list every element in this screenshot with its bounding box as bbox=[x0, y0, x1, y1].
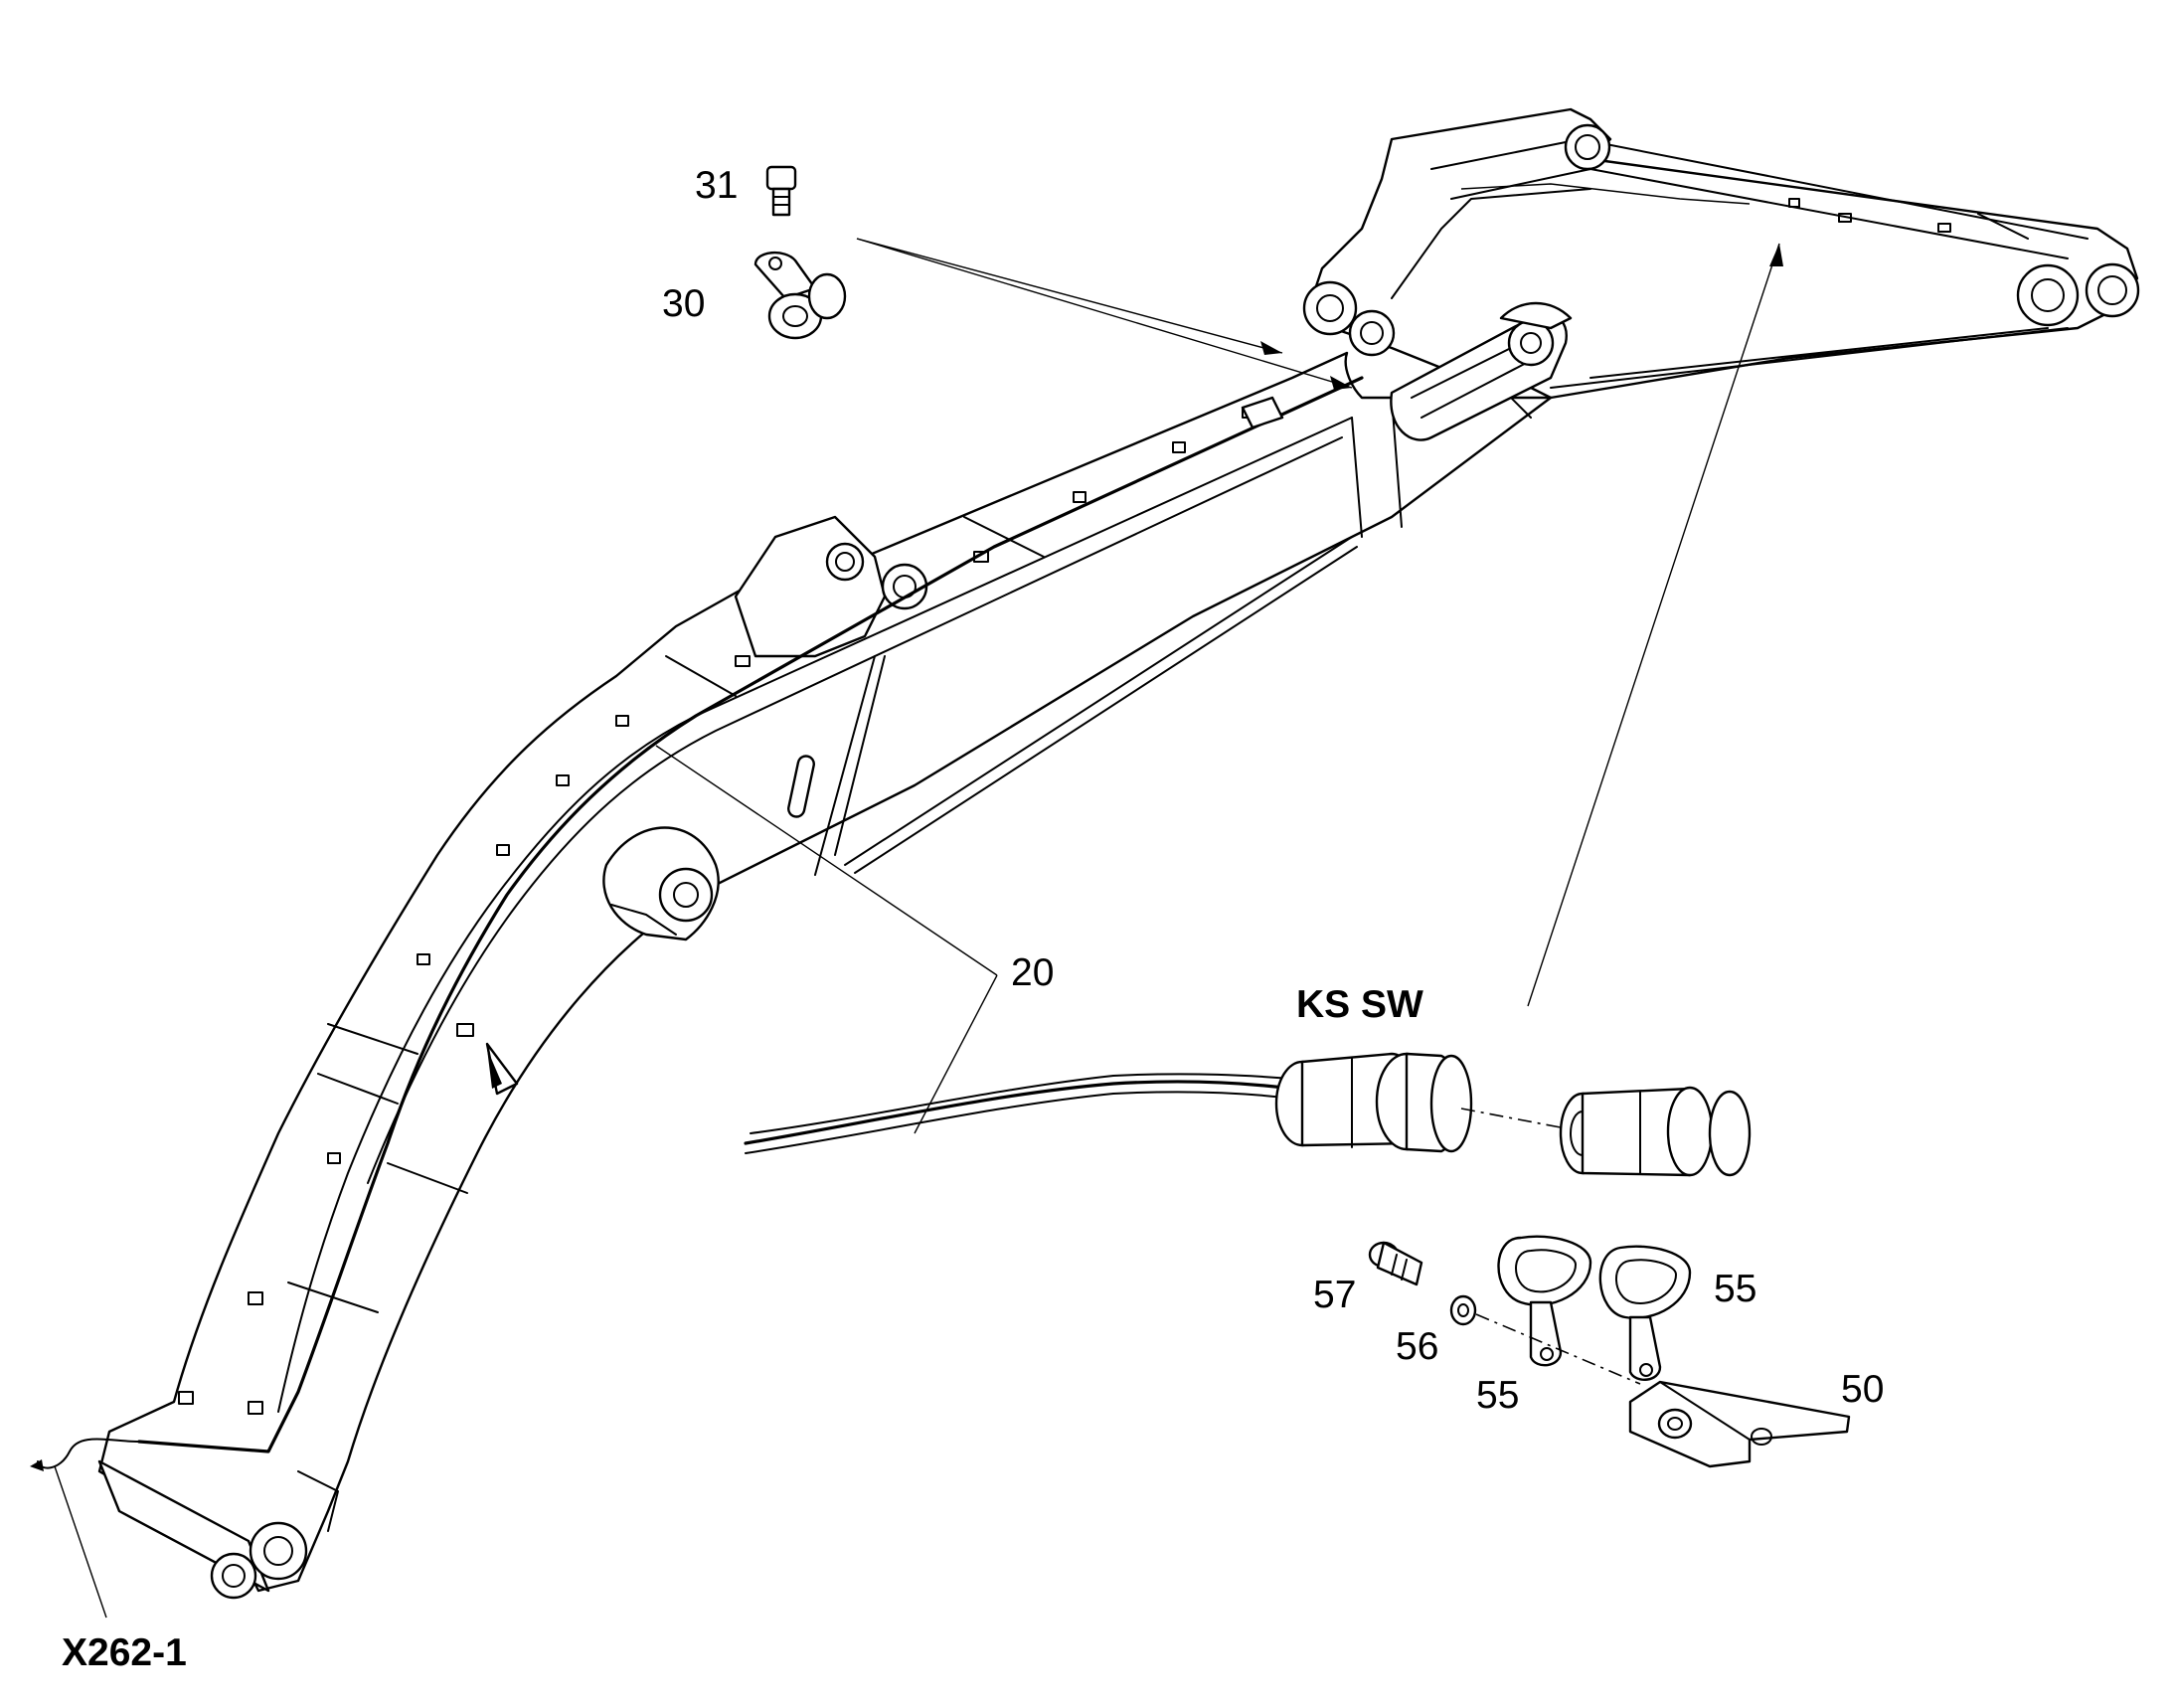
boom bbox=[97, 301, 1573, 1600]
callout-57: 57 bbox=[1313, 1274, 1357, 1316]
clamp-assembly bbox=[1368, 1235, 1851, 1468]
part-31-screw bbox=[765, 165, 797, 217]
callout-55-left: 55 bbox=[1476, 1374, 1520, 1417]
callout-56: 56 bbox=[1396, 1325, 1439, 1368]
callout-55-right: 55 bbox=[1714, 1268, 1757, 1310]
harness-cable bbox=[744, 1073, 1294, 1154]
callout-20: 20 bbox=[1011, 951, 1055, 994]
leader-lines bbox=[54, 238, 1783, 1619]
ks-sw-connector bbox=[1274, 1052, 1752, 1177]
part-30-clamp bbox=[753, 252, 847, 340]
stick-arm bbox=[1302, 107, 2140, 400]
callout-50: 50 bbox=[1841, 1368, 1885, 1411]
x262-connector-end bbox=[30, 1438, 140, 1471]
callout-ks-sw: KS SW bbox=[1296, 983, 1423, 1026]
callout-30: 30 bbox=[662, 282, 706, 325]
callout-31: 31 bbox=[695, 164, 739, 207]
callout-x262-1: X262-1 bbox=[62, 1631, 187, 1674]
